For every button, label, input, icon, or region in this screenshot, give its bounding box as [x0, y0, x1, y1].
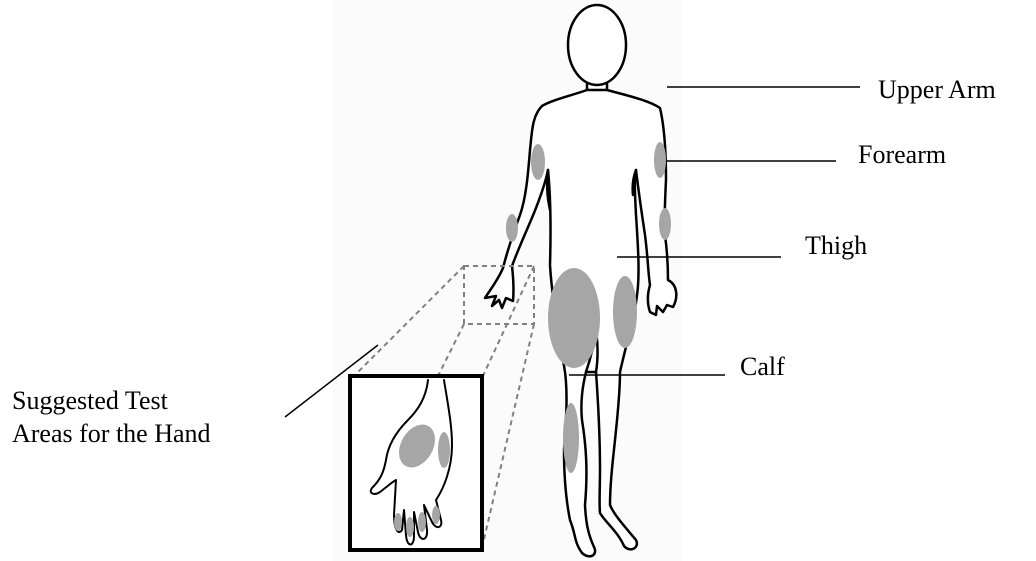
test-area-right-forearm: [659, 208, 671, 240]
label-thigh: Thigh: [805, 229, 867, 262]
hand-test-area-finger-3: [418, 512, 426, 532]
head: [568, 5, 626, 85]
hand-test-area-finger-1: [394, 513, 402, 531]
test-area-left-forearm: [506, 214, 518, 242]
label-hand-test-areas: Suggested Test Areas for the Hand: [12, 384, 272, 450]
hand-test-area-side: [438, 432, 450, 468]
test-area-left-thigh: [548, 268, 600, 368]
test-area-right-upper-arm: [654, 142, 666, 178]
hand-test-area-finger-2: [406, 517, 414, 537]
test-area-right-thigh: [613, 276, 637, 348]
label-hand-line-2: Areas for the Hand: [12, 417, 272, 450]
label-forearm: Forearm: [858, 138, 946, 171]
label-hand-line-1: Suggested Test: [12, 384, 272, 417]
test-area-left-upper-arm: [531, 144, 545, 180]
label-calf: Calf: [740, 350, 785, 383]
test-area-left-calf: [563, 403, 579, 473]
hand-test-area-finger-4: [432, 506, 440, 524]
label-upper-arm: Upper Arm: [878, 73, 996, 106]
